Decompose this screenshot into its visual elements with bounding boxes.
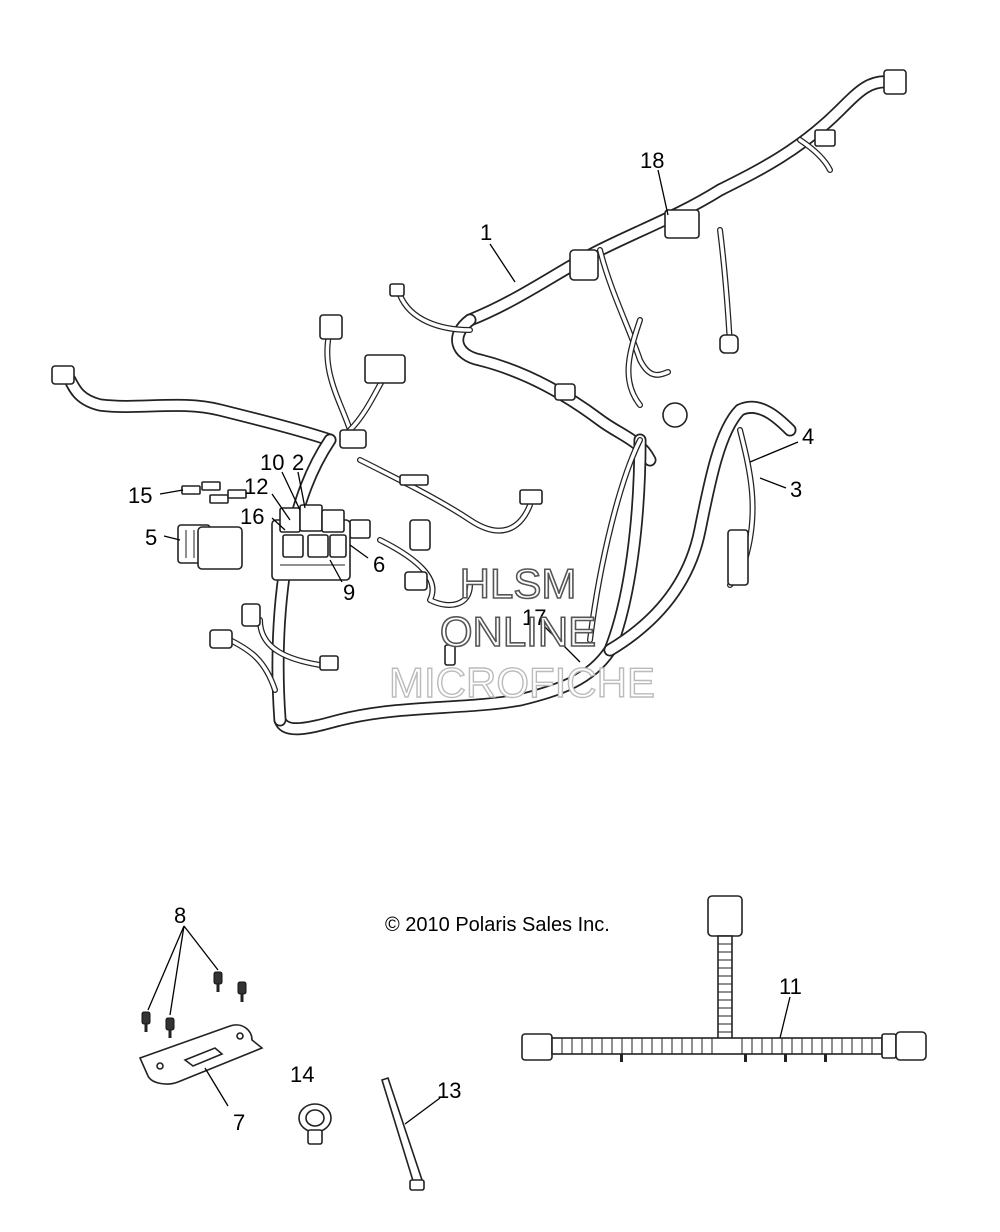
screws (141, 971, 247, 1038)
callout-5: 5 (145, 525, 157, 550)
callout-2: 2 (292, 450, 304, 475)
callout-7: 7 (233, 1110, 245, 1135)
callout-13: 13 (437, 1078, 461, 1103)
callout-15: 15 (128, 483, 152, 508)
callout-1: 1 (480, 220, 492, 245)
clip (298, 1103, 332, 1145)
callout-4: 4 (802, 424, 814, 449)
harness-connectors (51, 69, 907, 671)
copyright-notice: © 2010 Polaris Sales Inc. (385, 914, 610, 936)
callout-10: 10 (260, 450, 284, 475)
fuses (181, 481, 247, 504)
callout-labels: 1 2 3 4 5 6 7 8 9 10 11 12 13 14 15 16 1… (128, 148, 814, 1135)
callout-17: 17 (522, 605, 546, 630)
leader-lines (147, 169, 799, 1125)
callout-3: 3 (790, 477, 802, 502)
watermark: HLSM ONLINE MICROFICHE (388, 559, 655, 707)
callout-12: 12 (244, 474, 268, 499)
sub-harness (521, 895, 927, 1062)
callout-8: 8 (174, 903, 186, 928)
callout-14: 14 (290, 1062, 314, 1087)
callout-18: 18 (640, 148, 664, 173)
watermark-line-3: MICROFICHE (389, 659, 655, 706)
watermark-line-2: ONLINE (440, 608, 596, 655)
callout-9: 9 (343, 580, 355, 605)
relay-module (177, 524, 243, 570)
fuse-relay-box (271, 504, 351, 581)
callout-6: 6 (373, 552, 385, 577)
mounting-plate (138, 1024, 264, 1085)
callout-11: 11 (779, 974, 802, 999)
watermark-line-1: HLSM (460, 560, 577, 607)
callout-16: 16 (240, 504, 264, 529)
cable-tie (381, 1076, 425, 1191)
